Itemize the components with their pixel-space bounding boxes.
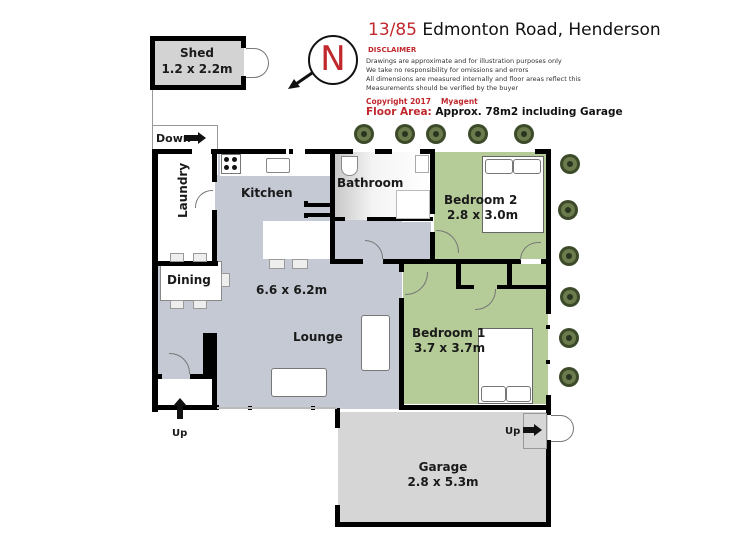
- arrow-right-icon: [523, 424, 542, 436]
- disclaimer-line: All dimensions are measured internally a…: [366, 75, 581, 83]
- sofa-vertical: [361, 315, 390, 371]
- agent-name: Myagent: [440, 97, 478, 106]
- tree-icon: [468, 124, 488, 144]
- living-size: 6.6 x 6.2m: [256, 283, 328, 297]
- tree-icon: [558, 200, 578, 220]
- tree-icon: [426, 124, 446, 144]
- arrow-right-icon: [184, 132, 206, 144]
- garage-size: 2.8 x 5.3m: [407, 475, 479, 489]
- disclaimer-line: We take no responsibility for omissions …: [366, 66, 529, 74]
- copyright-line: Copyright 2017 Myagent: [366, 97, 488, 106]
- address-street: Edmonton Road, Henderson: [417, 20, 661, 40]
- bedroom2-size: 2.8 x 3.0m: [447, 208, 519, 222]
- stool: [292, 259, 308, 269]
- floor-area-label: Floor Area:: [366, 106, 432, 118]
- shed-size: 1.2 x 2.2m: [161, 62, 233, 76]
- compass-arrow-icon: [288, 71, 313, 89]
- hallway: [335, 222, 431, 262]
- disclaimer-line: Measurements should be verified by the b…: [366, 84, 519, 92]
- tree-icon: [559, 328, 579, 348]
- bedroom2-label: Bedroom 2: [444, 193, 518, 207]
- bedroom1-size: 3.7 x 3.7m: [414, 341, 486, 355]
- disclaimer-line: Drawings are approximate and for illustr…: [366, 57, 562, 65]
- tree-icon: [354, 124, 374, 144]
- north-letter: N: [320, 39, 346, 79]
- bathroom-label: Bathroom: [337, 176, 404, 190]
- floor-area-value: Approx. 78m2 including Garage: [431, 106, 623, 118]
- tree-icon: [559, 367, 579, 387]
- tree-icon: [560, 154, 580, 174]
- basin-icon: [415, 155, 429, 173]
- bedroom1-label: Bedroom 1: [412, 326, 486, 340]
- laundry-label: Laundry: [176, 162, 190, 218]
- garage-room: [338, 412, 548, 522]
- sink-icon: [266, 158, 290, 173]
- arrow-up-icon: [173, 398, 187, 419]
- north-compass: N: [308, 35, 358, 85]
- shed-label: Shed: [180, 46, 214, 60]
- shower-icon: [396, 190, 430, 219]
- kitchen-island: [263, 221, 331, 259]
- tree-icon: [560, 287, 580, 307]
- address-title: 13/85 Edmonton Road, Henderson: [368, 20, 661, 40]
- garage-label: Garage: [418, 460, 468, 474]
- tree-icon: [395, 124, 415, 144]
- sofa-horizontal: [271, 368, 327, 397]
- stool: [269, 259, 285, 269]
- cooktop-icon: [221, 154, 241, 174]
- lounge-label: Lounge: [293, 330, 343, 344]
- address-number: 13/85: [368, 20, 417, 40]
- bed-1: [478, 328, 533, 404]
- tree-icon: [514, 124, 534, 144]
- toilet-icon: [341, 156, 358, 176]
- dining-label: Dining: [167, 273, 211, 287]
- tree-icon: [559, 246, 579, 266]
- kitchen-label: Kitchen: [241, 186, 293, 200]
- floor-area: Floor Area: Approx. 78m2 including Garag…: [366, 106, 623, 118]
- up-label-front: Up: [172, 428, 188, 439]
- up-label-garage: Up: [505, 426, 521, 437]
- down-label: Down: [156, 132, 191, 145]
- disclaimer-heading: DISCLAIMER: [368, 46, 417, 54]
- shed-room: [153, 38, 244, 86]
- bed-2: [482, 156, 544, 233]
- shed-door: [246, 48, 269, 78]
- laundry-room: [157, 152, 215, 264]
- copyright: Copyright 2017: [366, 97, 431, 106]
